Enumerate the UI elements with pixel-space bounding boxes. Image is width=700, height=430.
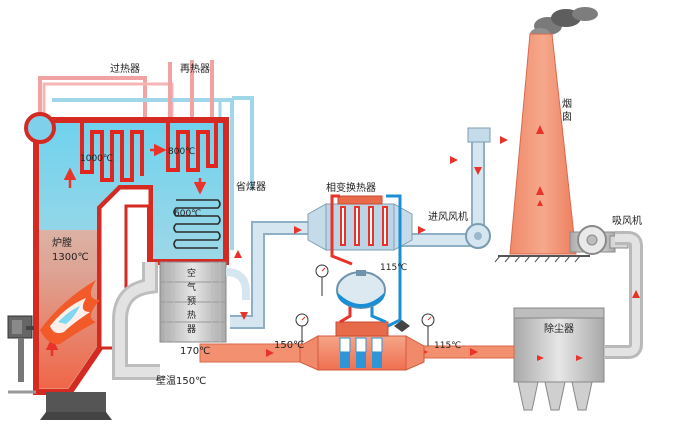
chimney-label: 烟囱 xyxy=(562,99,572,123)
air-preheater-char-4: 热 xyxy=(187,311,197,321)
forced-fan-label: 进风风机 xyxy=(428,212,468,223)
air-preheater-char-1: 空 xyxy=(187,269,197,279)
steam-drum xyxy=(24,112,56,144)
dust-collector xyxy=(513,307,605,411)
temp-1000-label: 1000℃ xyxy=(80,154,114,164)
temp-1300-label: 1300℃ xyxy=(52,252,89,263)
chimney-arrows xyxy=(536,125,544,206)
separator-drum xyxy=(336,270,386,309)
furnace-label: 炉膛 xyxy=(52,238,72,249)
forced-fan xyxy=(465,127,491,249)
induced-fan-label: 吸风机 xyxy=(612,216,642,227)
burner xyxy=(7,315,34,382)
temp-170-label: 170℃ xyxy=(180,346,211,357)
reheater-label: 再热器 xyxy=(180,64,210,75)
hot-air-duct xyxy=(225,268,250,300)
reheater-coil xyxy=(166,122,218,172)
air-inlet-arrows xyxy=(450,136,508,175)
fan-arrow xyxy=(632,290,640,298)
air-preheater-char-2: 气 xyxy=(187,283,197,293)
ground-hatch xyxy=(494,255,581,263)
thermometer-gauge-1-icon xyxy=(295,313,309,344)
economizer-label: 省煤器 xyxy=(236,182,266,193)
superheater-coil xyxy=(80,122,144,182)
chimney-body xyxy=(509,33,577,255)
phase-hx-lower xyxy=(299,321,425,371)
flame-icon xyxy=(40,280,100,345)
temp-150-label: 150℃ xyxy=(274,340,305,351)
thermometer-gauge-2-icon xyxy=(421,313,435,346)
preheater-arrows xyxy=(234,250,248,320)
economizer-coil xyxy=(173,199,221,249)
phase-hx-upper xyxy=(294,195,426,251)
furnace-nose xyxy=(98,186,152,350)
temp-115-top-label: 115℃ xyxy=(380,263,408,273)
valve-icon xyxy=(394,320,410,332)
air-preheater xyxy=(159,261,227,343)
phase-change-hx-label: 相变换热器 xyxy=(326,183,376,194)
dust-collector-label: 除尘器 xyxy=(544,324,574,335)
wall-temp-label: 壁温150℃ xyxy=(156,376,207,387)
ash-hopper xyxy=(40,412,112,420)
air-preheater-char-5: 器 xyxy=(187,325,197,335)
temp-115-right-label: 115℃ xyxy=(434,341,462,351)
superheater-label: 过热器 xyxy=(110,64,140,75)
temp-600-label: 600℃ xyxy=(174,209,202,219)
air-preheater-char-3: 预 xyxy=(187,297,197,307)
duct-dust-to-fan xyxy=(605,231,643,359)
temp-800-label: 800℃ xyxy=(168,147,196,157)
induced-fan xyxy=(569,225,629,255)
furnace-base xyxy=(46,392,106,412)
pressure-gauge-icon xyxy=(315,264,329,296)
